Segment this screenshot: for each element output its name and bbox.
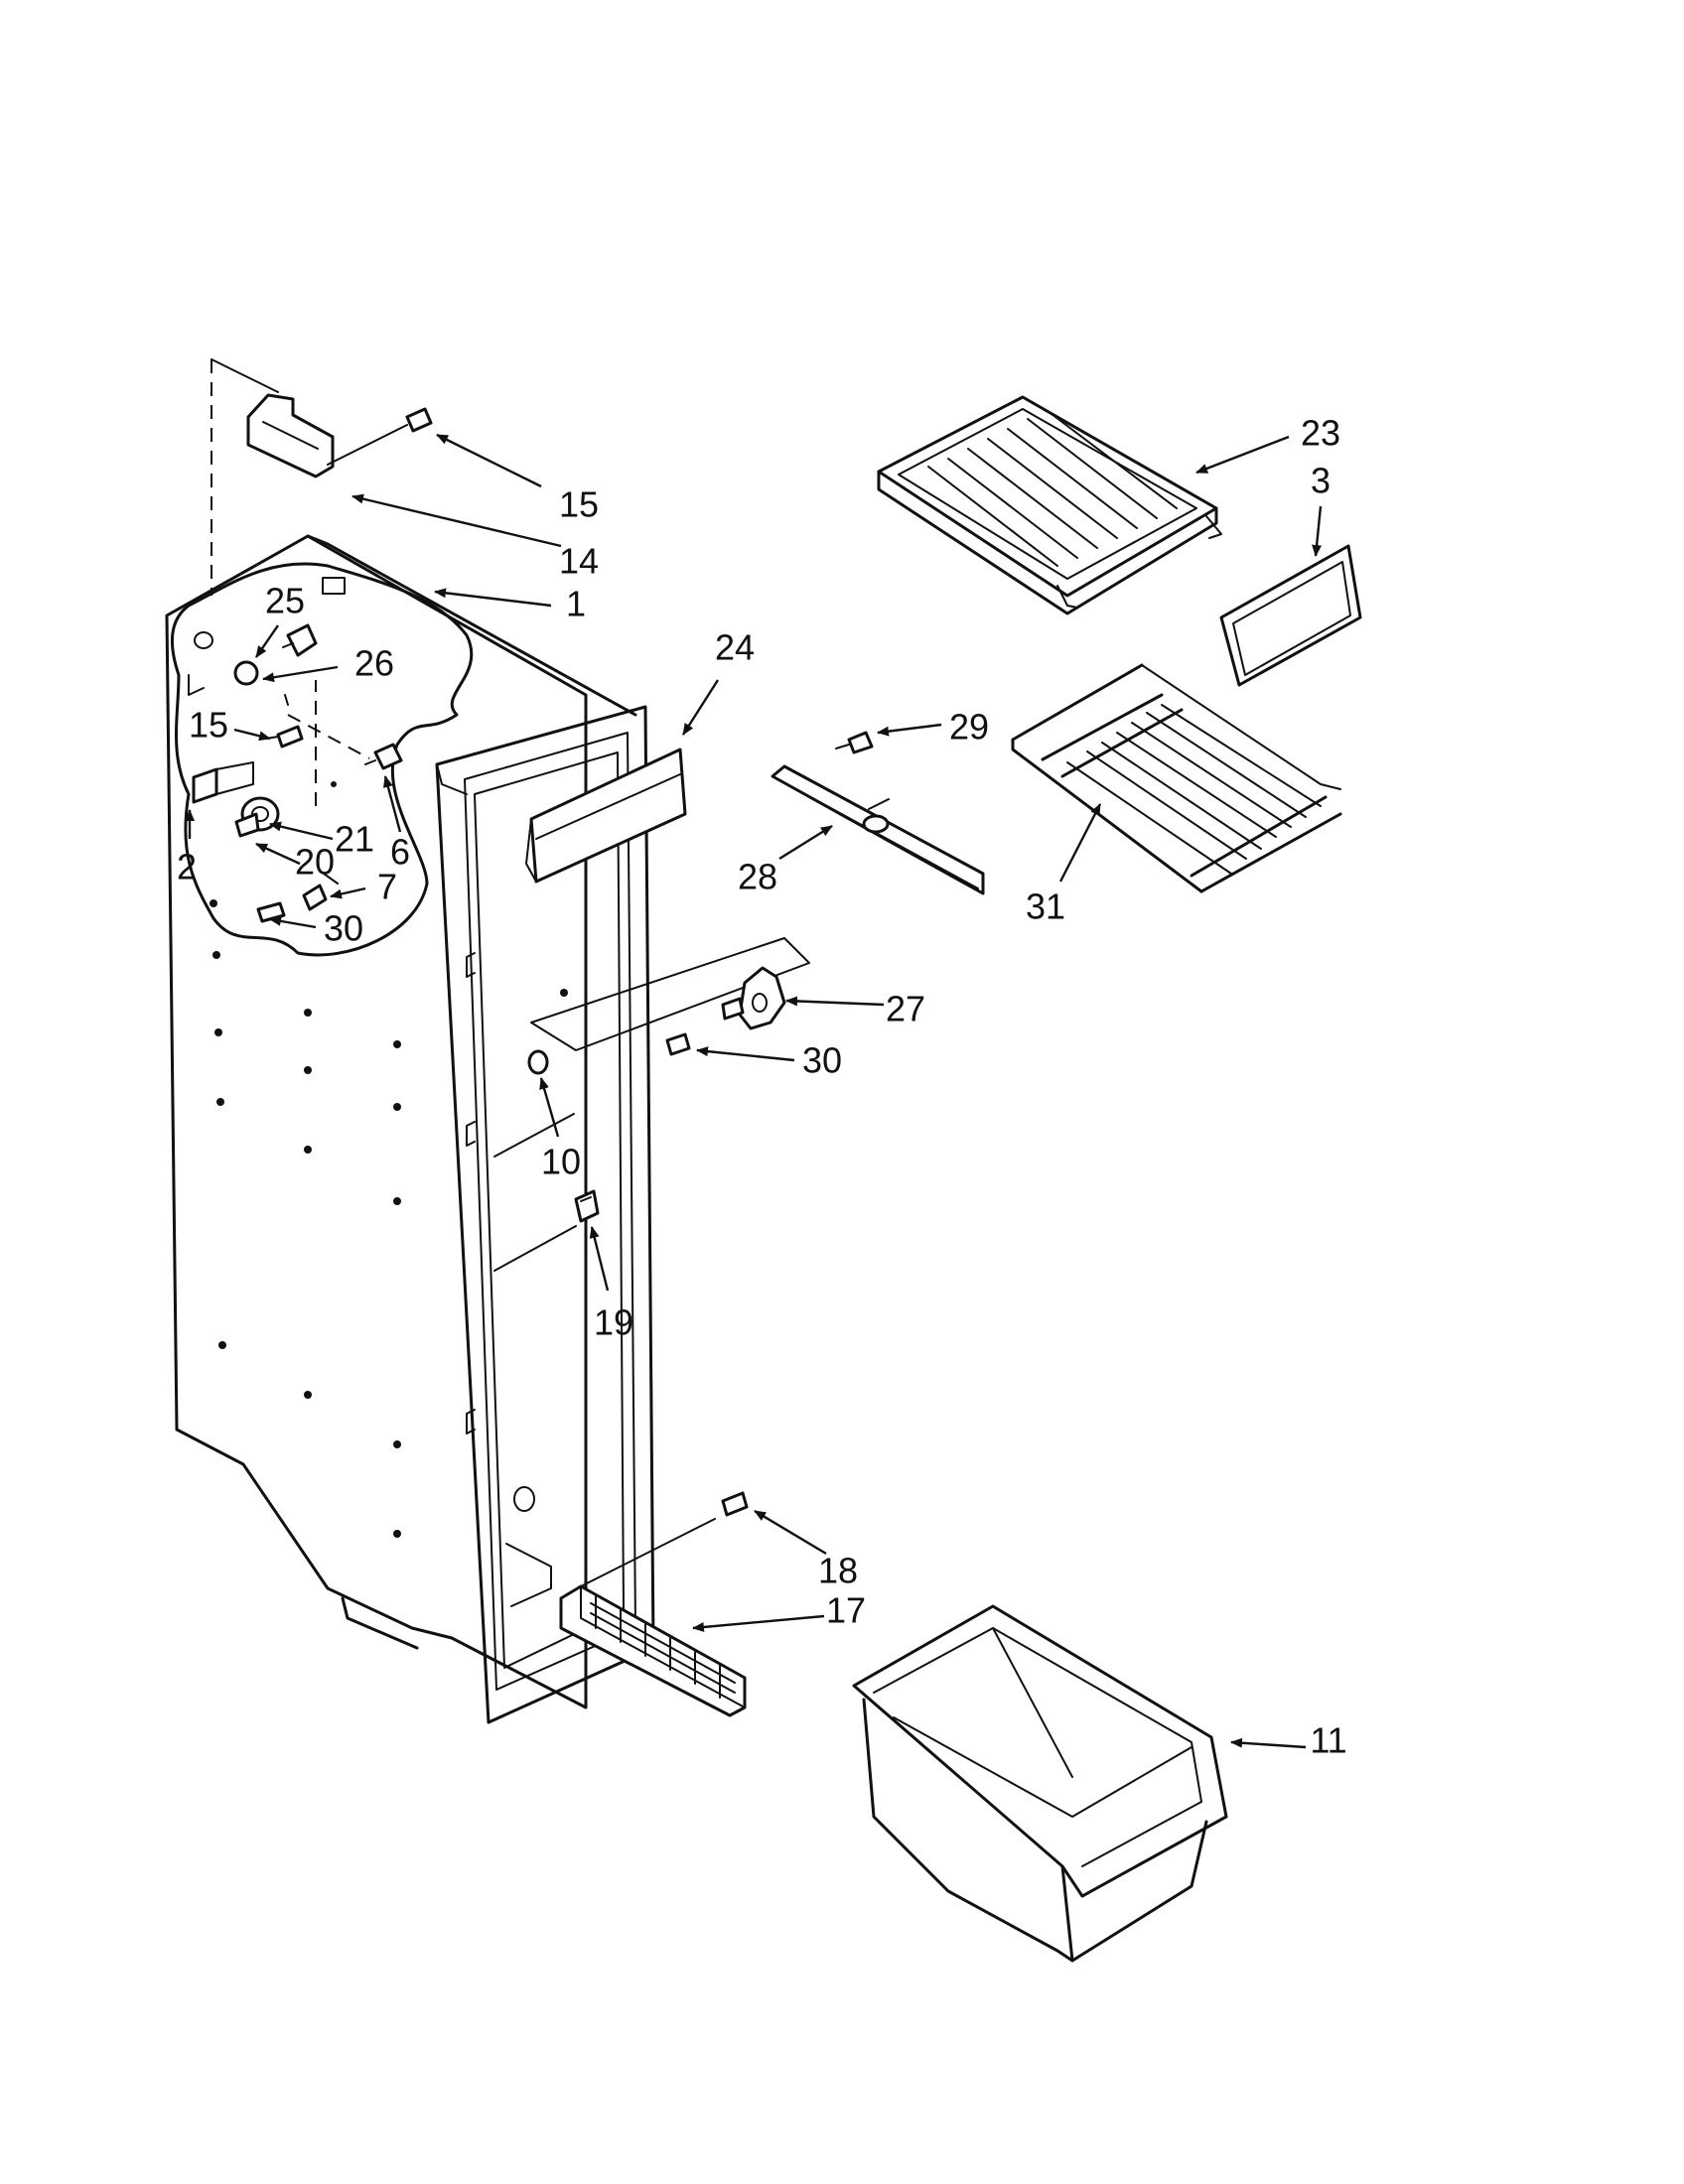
callout-15-side: 15	[189, 705, 228, 746]
leader-lines	[185, 433, 1323, 1749]
callout-28: 28	[738, 857, 777, 897]
callout-7: 7	[377, 867, 397, 907]
callout-numbers: 15 14 1 25 26 15 2 21 6 20 7 30 24 23 3 …	[177, 413, 1347, 1761]
callout-30-left: 30	[324, 908, 363, 949]
callout-17: 17	[826, 1590, 866, 1631]
callout-27: 27	[886, 989, 925, 1029]
callout-6: 6	[390, 832, 410, 873]
callout-15-top: 15	[559, 484, 599, 525]
callout-19: 19	[594, 1302, 633, 1343]
freezer-liner	[165, 534, 655, 1724]
plug-and-switch	[527, 1049, 600, 1223]
callout-11: 11	[1310, 1720, 1346, 1761]
callout-2: 2	[177, 847, 197, 887]
callout-1: 1	[566, 584, 586, 624]
shelf-support	[771, 731, 985, 895]
callout-25: 25	[265, 581, 305, 621]
cutaway-section	[170, 562, 474, 957]
callout-14: 14	[559, 541, 599, 582]
shelf-glass-panel	[1219, 544, 1362, 687]
callout-24: 24	[715, 627, 755, 668]
callout-31: 31	[1026, 887, 1065, 927]
callout-23: 23	[1301, 413, 1340, 454]
callout-18: 18	[818, 1551, 858, 1591]
top-bracket	[210, 358, 433, 478]
callout-26: 26	[354, 643, 394, 684]
callout-10: 10	[541, 1142, 581, 1182]
control-housing	[530, 937, 810, 1056]
wire-shelf	[1011, 663, 1342, 893]
callout-20: 20	[295, 842, 335, 883]
toe-grille	[559, 1491, 749, 1717]
air-diffuser	[525, 748, 687, 884]
liner-hardware	[188, 359, 403, 923]
callout-29: 29	[949, 707, 989, 748]
callout-30-right: 30	[802, 1040, 842, 1081]
top-shelf-glass	[877, 395, 1222, 615]
callout-21: 21	[335, 819, 374, 860]
callout-3: 3	[1311, 461, 1331, 501]
storage-bin	[852, 1604, 1228, 1963]
